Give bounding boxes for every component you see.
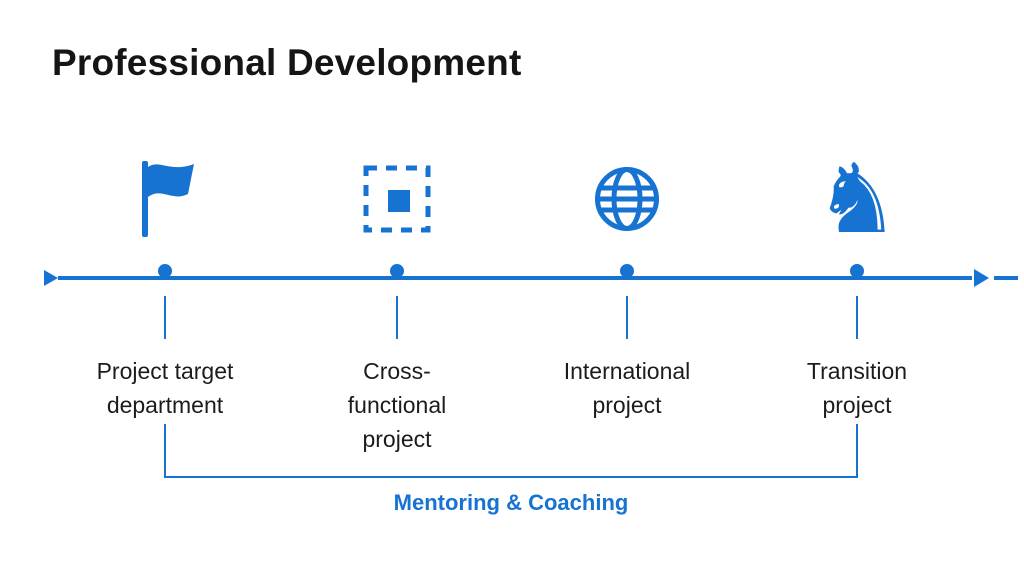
mentoring-bracket (164, 424, 858, 478)
page-title: Professional Development (52, 42, 522, 83)
milestone-transition: ♞ Transition project (747, 143, 967, 515)
milestone-label-line: project (592, 392, 662, 418)
timeline-node (390, 264, 404, 278)
milestone-label: International project (517, 354, 737, 422)
timeline-node (620, 264, 634, 278)
milestone-project-target: Project target department (55, 155, 275, 515)
milestone-label-line: project (362, 426, 432, 452)
milestone-cross-functional: Cross- functional project (287, 155, 507, 515)
knight-icon: ♞ (809, 143, 905, 255)
node-connector (626, 296, 628, 339)
milestone-label-line: Transition (806, 358, 908, 384)
timeline-line (58, 276, 972, 280)
timeline-line-tail (994, 276, 1018, 280)
milestone-label-line: Project target (96, 358, 234, 384)
flag-icon (117, 155, 213, 243)
globe-icon (579, 155, 675, 243)
timeline-node (158, 264, 172, 278)
node-connector (164, 296, 166, 339)
milestone-label-line: department (106, 392, 224, 418)
timeline-end-arrow-icon (974, 269, 989, 287)
mentoring-coaching-label: Mentoring & Coaching (393, 490, 629, 515)
node-connector (396, 296, 398, 339)
milestone-label-line: Cross- (363, 358, 431, 384)
milestone-label: Cross- functional project (287, 354, 507, 456)
milestone-international: International project (517, 155, 737, 515)
timeline-node (850, 264, 864, 278)
timeline-start-arrow-icon (44, 270, 58, 286)
node-connector (856, 296, 858, 339)
milestone-label: Transition project (747, 354, 967, 422)
milestone-label: Project target department (55, 354, 275, 422)
milestone-label-line: functional (347, 392, 447, 418)
milestone-label-line: project (822, 392, 892, 418)
selection-icon (349, 155, 445, 243)
milestone-label-line: International (563, 358, 691, 384)
knight-glyph: ♞ (813, 143, 901, 255)
